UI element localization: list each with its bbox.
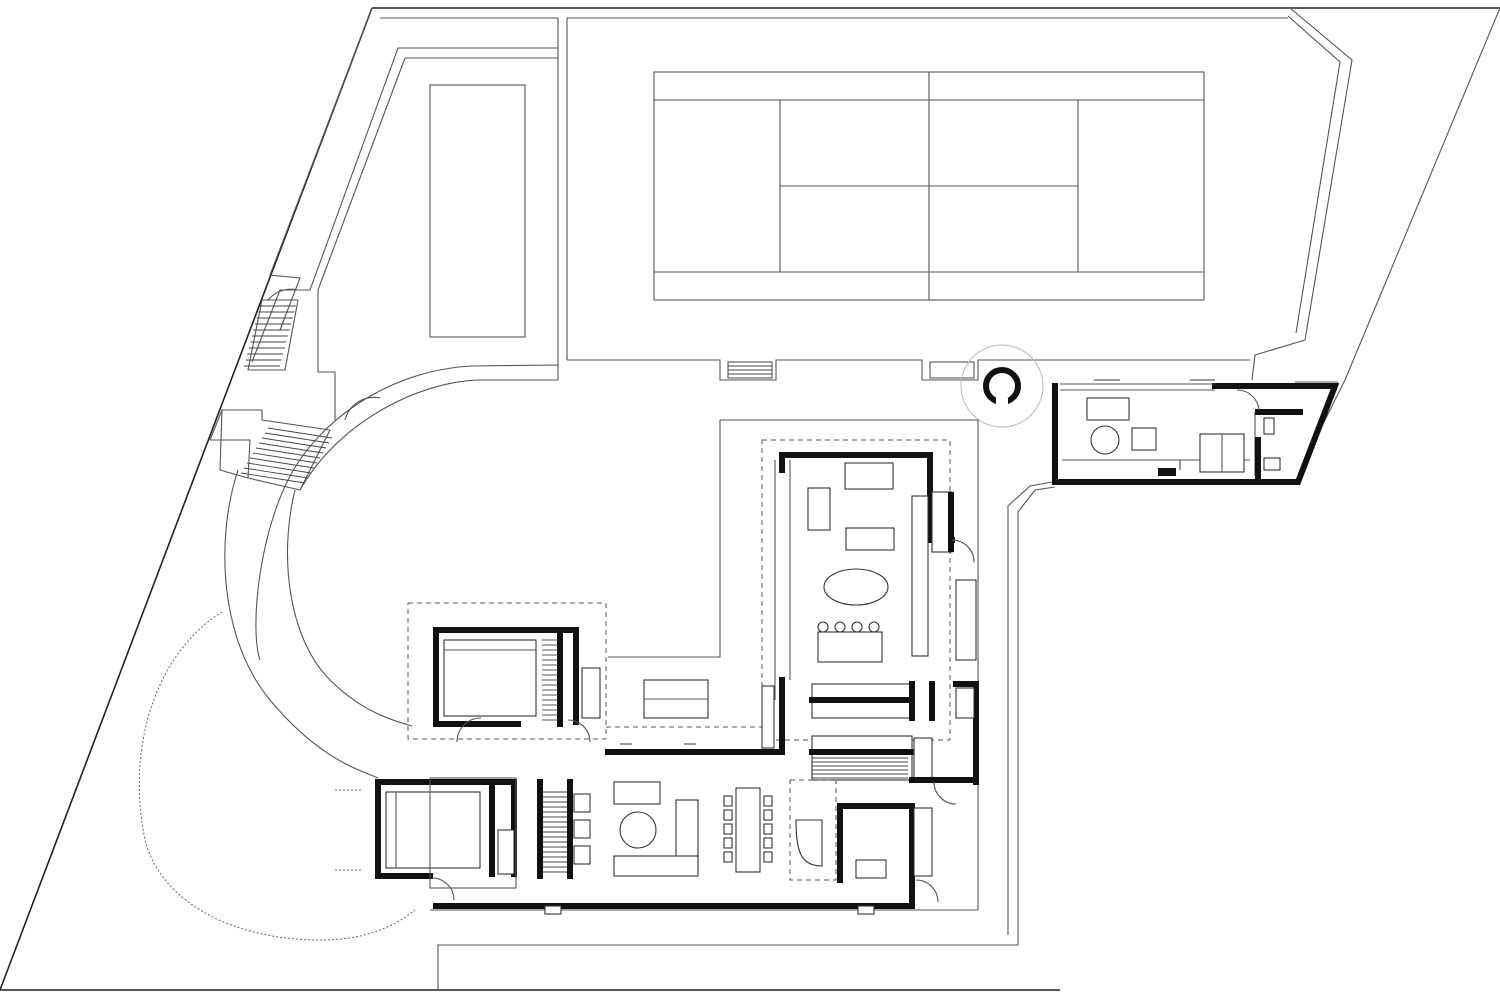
dining-chair — [763, 823, 773, 835]
stair-tread — [252, 452, 318, 464]
swimming-pool — [429, 84, 526, 338]
pool-stairs — [244, 288, 299, 371]
stair-tread — [261, 437, 327, 449]
stair-tread — [240, 472, 306, 484]
guest-pavilion — [1052, 379, 1340, 485]
dining-chair — [723, 795, 733, 807]
garden-lights — [335, 789, 362, 871]
stair-tread — [255, 447, 321, 459]
pool-terrace — [251, 7, 568, 420]
tennis-court-enclosure — [567, 17, 1288, 381]
living-wing — [407, 439, 977, 755]
dining-chair — [763, 809, 773, 821]
stair-tread — [246, 462, 312, 474]
stair-tread — [258, 442, 324, 454]
dining-chair — [723, 851, 733, 863]
stair-tread — [264, 432, 330, 444]
dining-chair — [723, 809, 733, 821]
entrance-stairs — [209, 396, 381, 491]
dining-chair — [723, 837, 733, 849]
stair-tread — [249, 457, 315, 469]
dining-chair — [763, 851, 773, 863]
service-rooms — [809, 681, 979, 805]
dining-chair — [763, 837, 773, 849]
dining-chair — [723, 823, 733, 835]
main-house — [375, 777, 939, 915]
stair-tread — [243, 467, 309, 479]
stair-tread — [267, 427, 333, 439]
garden-lawn — [138, 364, 559, 941]
dining-chair — [763, 795, 773, 807]
round-gazebo — [960, 344, 1044, 428]
bedroom-wing — [433, 627, 601, 743]
site-boundary — [0, 7, 1500, 991]
court-steps — [727, 361, 975, 379]
